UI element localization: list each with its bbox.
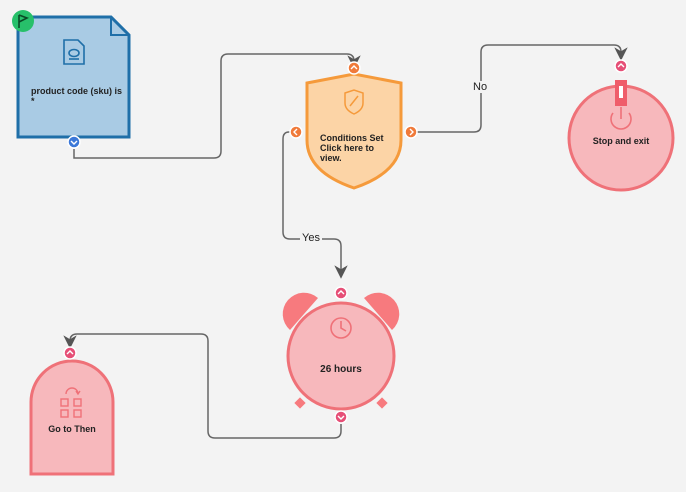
delay-node[interactable] (282, 286, 400, 424)
conditions-label: Conditions Set Click here to view. (320, 133, 384, 163)
goto-grid-icon (60, 387, 82, 418)
edges (63, 44, 628, 439)
conditions-connector-left[interactable] (289, 125, 303, 139)
trigger-badge (12, 10, 34, 32)
trigger-node[interactable] (16, 15, 131, 149)
delay-label: 26 hours (320, 364, 362, 375)
stop-node[interactable] (567, 59, 675, 192)
delay-connector-bottom[interactable] (334, 410, 348, 424)
trigger-label: product code (sku) is * (31, 86, 123, 106)
edge-conditions-no[interactable] (416, 44, 628, 133)
stop-connector-top[interactable] (614, 59, 628, 73)
edge-label-yes: Yes (300, 232, 322, 244)
flag-icon (18, 14, 29, 28)
conditions-connector-top[interactable] (347, 61, 361, 75)
edge-delay-to-goto[interactable] (63, 333, 342, 439)
document-search-icon (63, 39, 85, 65)
power-icon (610, 107, 632, 130)
goto-node[interactable] (29, 346, 115, 476)
shield-icon (344, 89, 364, 115)
clock-icon (330, 317, 352, 339)
goto-label: Go to Then (48, 424, 96, 434)
conditions-connector-right[interactable] (404, 125, 418, 139)
goto-connector-top[interactable] (63, 346, 77, 360)
trigger-connector[interactable] (67, 135, 81, 149)
edge-trigger-to-conditions[interactable] (73, 53, 361, 159)
edge-conditions-yes[interactable] (282, 131, 348, 279)
edge-label-no: No (471, 81, 490, 93)
stop-label: Stop and exit (592, 136, 650, 146)
delay-connector-top[interactable] (334, 286, 348, 300)
conditions-node[interactable] (289, 61, 418, 190)
